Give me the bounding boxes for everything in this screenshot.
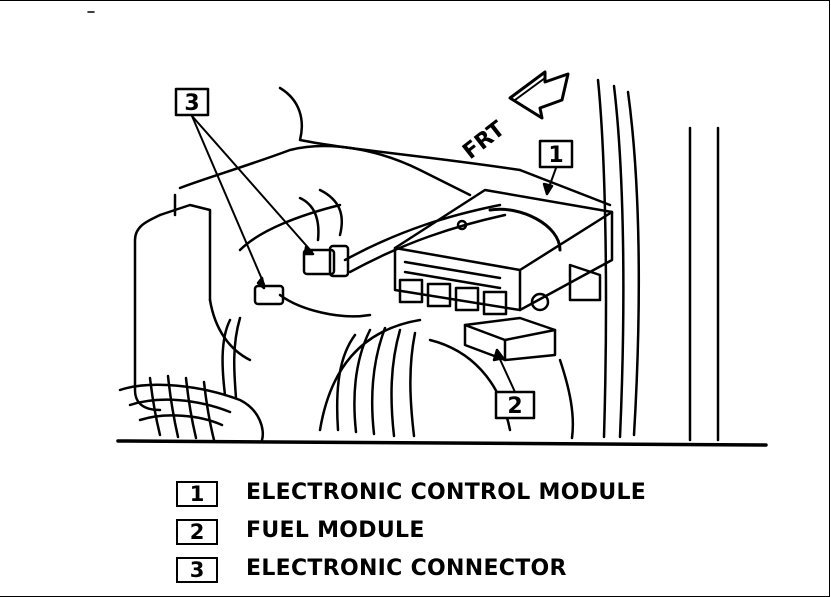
fuel-module [463, 316, 557, 362]
callout-3: 3 [174, 87, 315, 290]
legend-number-box: 2 [176, 519, 218, 545]
callout-1: 1 [538, 139, 574, 196]
connector-lower [253, 284, 285, 306]
electronic-control-module [393, 188, 614, 316]
front-direction-label: FRT [458, 117, 510, 165]
legend-label: ELECTRONIC CONNECTOR [246, 556, 567, 581]
wiring-harness [221, 203, 507, 438]
front-direction-arrow [508, 70, 570, 120]
lower-structure [318, 318, 575, 440]
legend-label: FUEL MODULE [246, 518, 425, 543]
connector-upper [302, 244, 350, 278]
callout-2: 2 [492, 348, 536, 420]
baseline [116, 439, 768, 447]
fender-outline [278, 78, 720, 442]
callout-2-number: 2 [507, 394, 522, 419]
legend-number-box: 3 [176, 557, 218, 583]
engine-block [133, 144, 472, 412]
legend-label: ELECTRONIC CONTROL MODULE [246, 480, 647, 505]
callout-1-number: 1 [548, 143, 563, 168]
callout-3-number: 3 [184, 91, 199, 116]
legend-number-box: 1 [176, 481, 218, 507]
ribbed-hose [118, 374, 264, 442]
